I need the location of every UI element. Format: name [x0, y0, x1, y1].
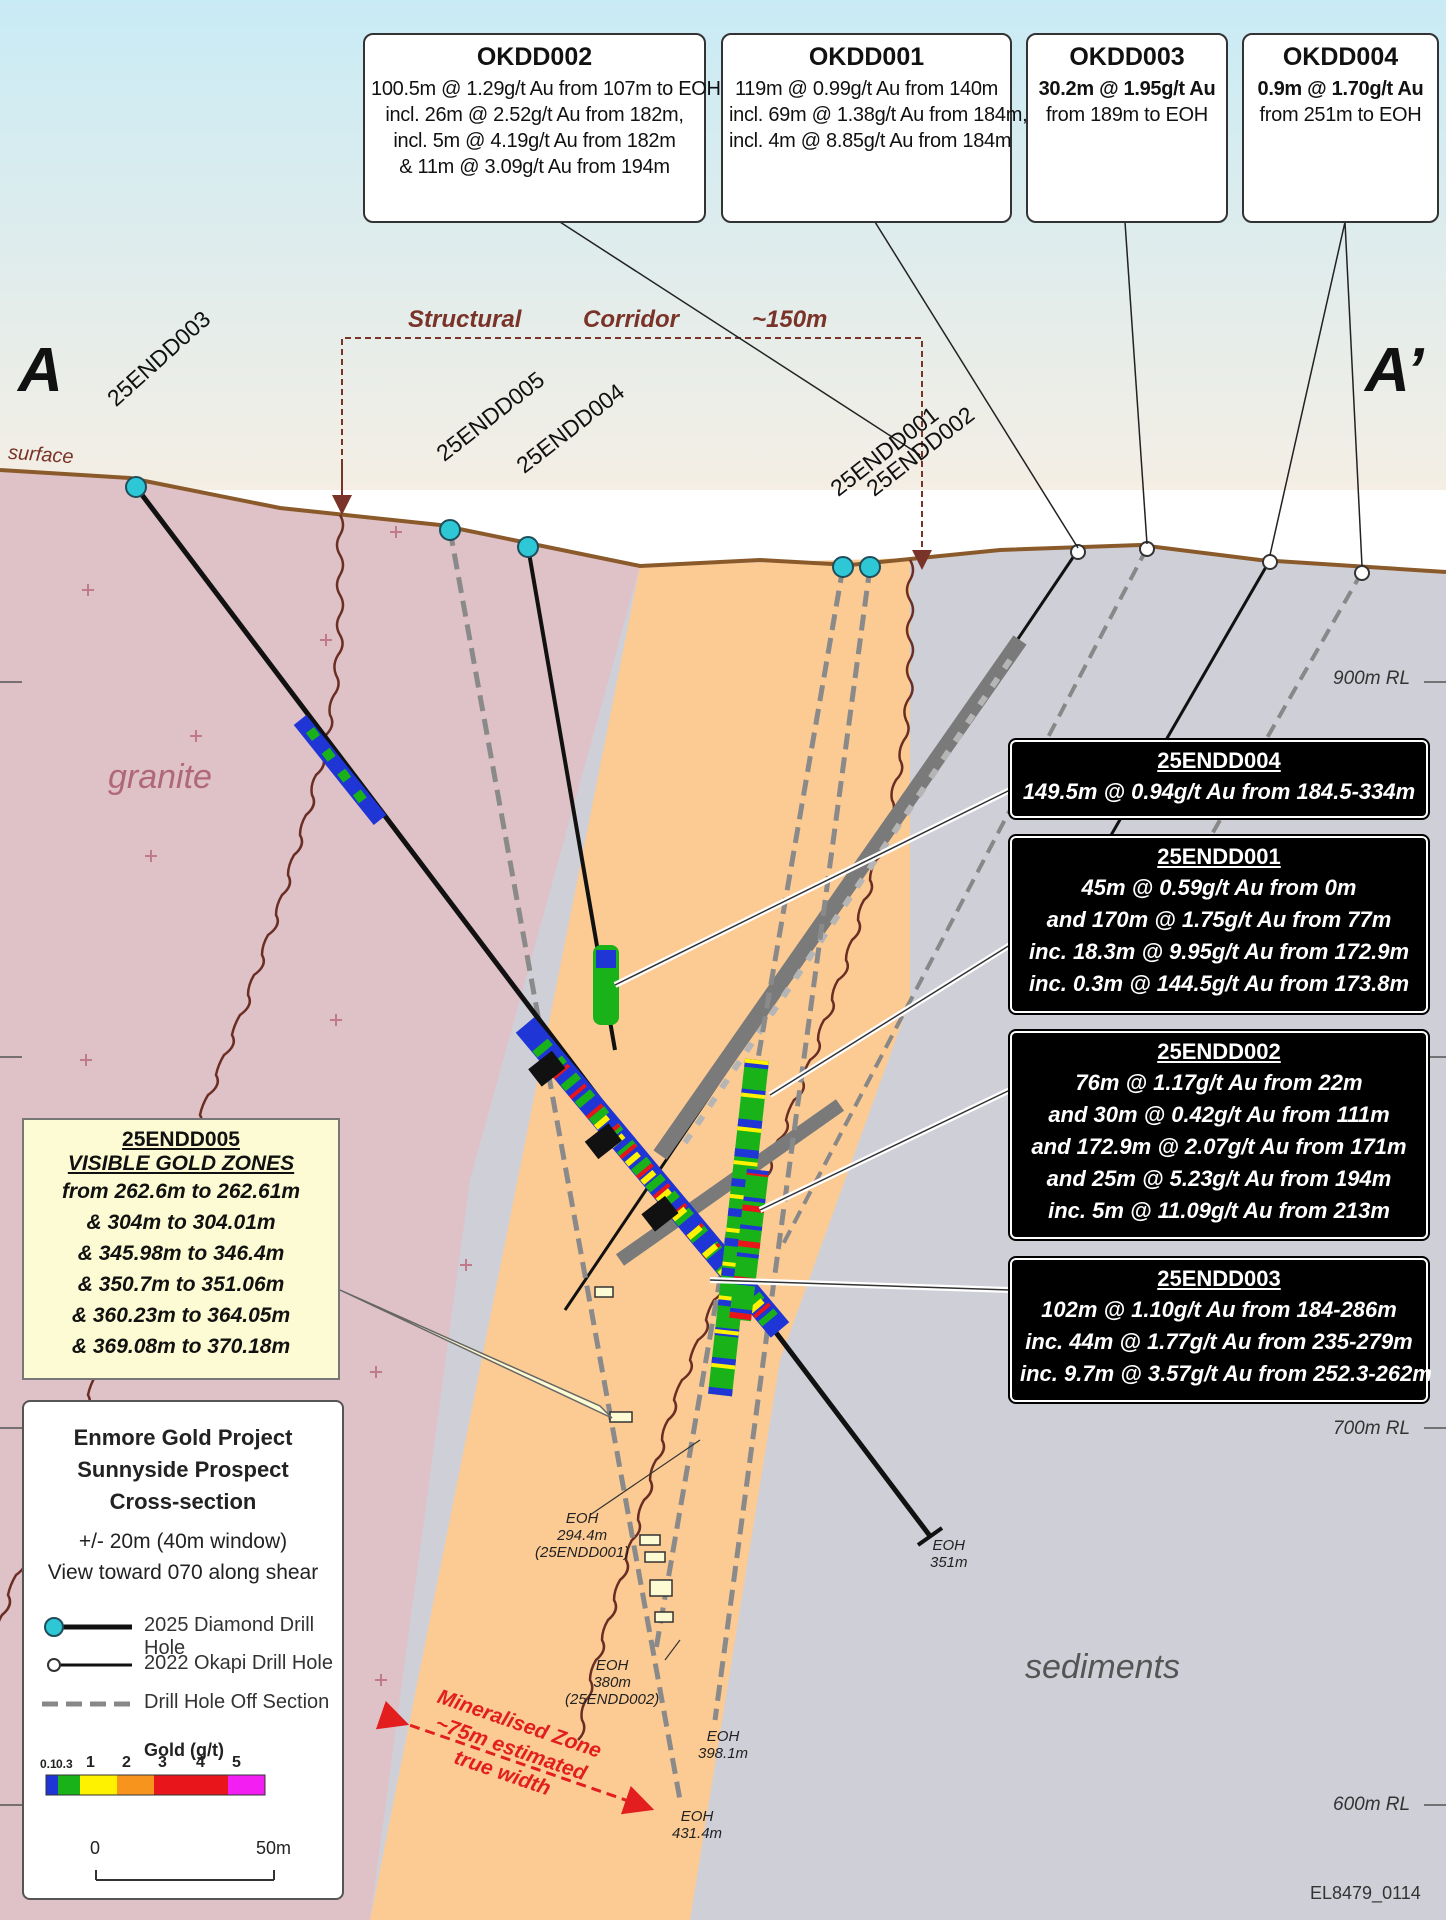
visible-gold-box: 25ENDD005 VISIBLE GOLD ZONES from 262.6m…: [22, 1118, 340, 1380]
corridor-width: ~150m: [752, 306, 828, 333]
gold-tick-label: 3: [158, 1754, 167, 1771]
gold-tick-label: 4: [196, 1754, 205, 1771]
corridor-word-2: Corridor: [583, 306, 679, 333]
hole-25endd005-vg-zones: [594, 1286, 674, 1623]
legend-heading-1: Enmore Gold Project: [73, 1425, 293, 1450]
okapi-box-okdd004: OKDD004 0.9m @ 1.70g/t Au from 251m to E…: [1242, 33, 1439, 223]
collars-2025: [125, 476, 881, 578]
gold-tick-label: 5: [232, 1754, 241, 1771]
surface-line: [0, 468, 1446, 574]
gold-tick-label: 1: [86, 1754, 95, 1771]
rock-label-granite: granite: [108, 758, 212, 796]
result-box-25endd004: 25ENDD004 149.5m @ 0.94g/t Au from 184.5…: [1010, 740, 1428, 818]
legend-item-2022-okapi: 2022 Okapi Drill Hole: [144, 1652, 333, 1674]
gold-tick-label: 2: [122, 1754, 131, 1771]
gold-colour-segment: [154, 1775, 191, 1795]
hole-25endd001-intercept: [708, 1058, 769, 1397]
okapi-box-okdd002: OKDD002 100.5m @ 1.29g/t Au from 107m to…: [363, 33, 721, 223]
gold-tick-label: 0.3: [56, 1757, 73, 1771]
gold-colour-segment: [191, 1775, 228, 1795]
granite-crosses: [80, 526, 472, 1686]
rl-label-600: 600m RL: [1333, 1794, 1411, 1815]
rl-ticks: [0, 681, 1446, 1806]
legend-panel: Enmore Gold Project Sunnyside Prospect C…: [22, 1400, 344, 1900]
gold-colour-segment: [80, 1775, 117, 1795]
hole-25endd003-eoh: [916, 1526, 944, 1547]
gold-colour-bar-outline: [45, 1774, 266, 1796]
vg-leader: [339, 1289, 613, 1419]
rock-label-sediments: sediments: [1025, 1648, 1180, 1686]
drawing-code: EL8479_0114: [1310, 1883, 1421, 1903]
rl-label-700: 700m RL: [1333, 1418, 1411, 1439]
legend-symbols: [42, 1617, 275, 1881]
corridor-bracket: [341, 337, 932, 570]
mineralised-zone-arrow: [375, 1700, 655, 1815]
legend-heading-2: Sunnyside Prospect: [77, 1457, 289, 1482]
gold-colour-segment: [228, 1775, 265, 1795]
okapi-box-okdd001: OKDD001 119m @ 0.99g/t Au from 140m incl…: [721, 33, 1028, 223]
gold-colour-segment: [117, 1775, 154, 1795]
okapi-leaders: [559, 221, 1363, 567]
gold-colour-segment: [46, 1775, 58, 1795]
legend-note-2: View toward 070 along shear: [47, 1561, 319, 1584]
legend-item-2025-diamond: 2025 Diamond Drill Hole: [144, 1614, 315, 1659]
rl-label-900: 900m RL: [1333, 668, 1411, 689]
section-label-a: A: [18, 336, 63, 405]
result-box-25endd002: 25ENDD002 76m @ 1.17g/t Au from 22m and …: [1010, 1031, 1428, 1239]
surface-label: surface: [7, 441, 75, 469]
hole-25endd004-band: [596, 950, 616, 968]
okapi-holes: [563, 547, 1364, 1311]
result-box-25endd003: 25ENDD003 102m @ 1.10g/t Au from 184-286…: [1010, 1258, 1432, 1402]
legend-gold-title: Gold (g/t): [144, 1740, 224, 1760]
legend-scale-0: 0: [90, 1838, 101, 1858]
legend-note-1: +/- 20m (40m window): [78, 1530, 288, 1553]
okapi-box-okdd003: OKDD003 30.2m @ 1.95g/t Au from 189m to …: [1026, 33, 1228, 223]
corridor-word-1: Structural: [408, 306, 522, 333]
eoh-leaders: [589, 1439, 701, 1661]
legend-item-off-section: Drill Hole Off Section: [144, 1691, 330, 1713]
result-box-25endd001: 25ENDD001 45m @ 0.59g/t Au from 0m and 1…: [1010, 836, 1428, 1013]
section-label-a-prime: A’: [1365, 336, 1424, 405]
gold-tick-label: 0.1: [40, 1757, 57, 1771]
gold-colour-segment: [58, 1775, 80, 1795]
hole-25endd002-intercept: [729, 1168, 769, 1322]
hole-25endd003-trace: [134, 485, 932, 1538]
legend-scale-50m: 50m: [256, 1838, 292, 1858]
legend-heading-3: Cross-section: [109, 1489, 257, 1514]
result-leaders-outline: [614, 789, 1011, 1291]
